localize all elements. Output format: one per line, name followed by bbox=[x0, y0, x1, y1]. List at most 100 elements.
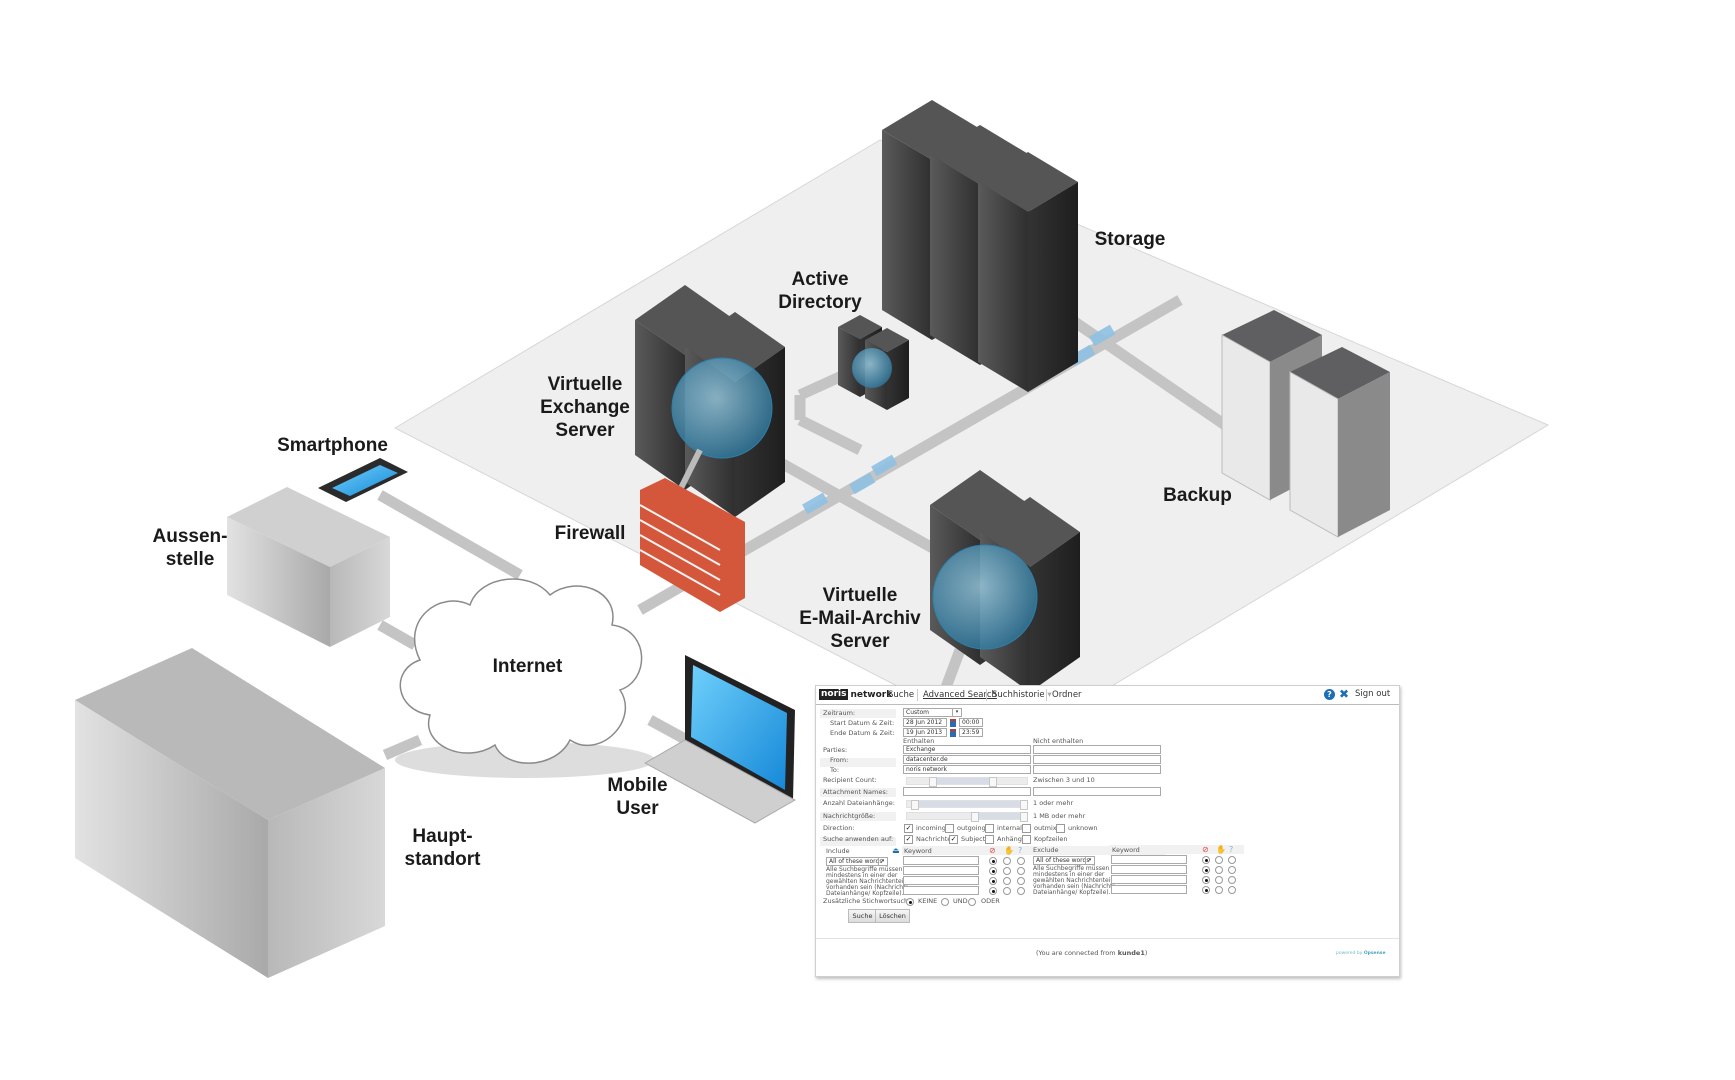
exclude-keyword-input[interactable] bbox=[1111, 875, 1187, 884]
logo-text: network bbox=[850, 689, 893, 700]
slider-handle-min[interactable] bbox=[929, 777, 937, 787]
checkbox-anhaenge[interactable] bbox=[985, 835, 994, 844]
slider-handle-max[interactable] bbox=[1020, 800, 1028, 810]
radio-like[interactable] bbox=[1215, 886, 1223, 894]
internet-cloud-icon bbox=[395, 578, 655, 778]
end-time-input[interactable]: 23:59 bbox=[959, 728, 983, 737]
direction-label: Direction: bbox=[823, 824, 855, 832]
nav-ordner[interactable]: Ordner bbox=[1052, 690, 1082, 700]
radio-exact[interactable] bbox=[989, 887, 997, 895]
nav-suchhistorie[interactable]: Suchhistorie ▾ bbox=[992, 689, 1052, 701]
help-icon[interactable]: ? bbox=[1324, 689, 1335, 700]
radio-sounds[interactable] bbox=[1017, 887, 1025, 895]
attachment-names-exclude-input[interactable] bbox=[1033, 787, 1161, 796]
exclude-keyword-input[interactable] bbox=[1111, 865, 1187, 874]
radio-sounds[interactable] bbox=[1228, 876, 1236, 884]
radio-sounds[interactable] bbox=[1228, 866, 1236, 874]
parties-input[interactable]: Exchange bbox=[903, 745, 1031, 754]
radio-exact[interactable] bbox=[989, 867, 997, 875]
exclude-keyword-input[interactable] bbox=[1111, 885, 1187, 894]
checkbox-outgoing[interactable] bbox=[945, 824, 954, 833]
include-match-select[interactable]: All of these words▾ bbox=[826, 857, 888, 866]
checkbox-kopfzeilen[interactable] bbox=[1022, 835, 1031, 844]
radio-exact[interactable] bbox=[989, 857, 997, 865]
slider-handle-max[interactable] bbox=[989, 777, 997, 787]
clear-button[interactable]: Löschen bbox=[875, 909, 910, 923]
slider-handle-max[interactable] bbox=[1020, 812, 1028, 822]
nav-divider bbox=[986, 689, 987, 701]
include-keyword-input[interactable] bbox=[903, 856, 979, 865]
calendar-icon[interactable] bbox=[950, 719, 956, 727]
attachment-count-slider[interactable] bbox=[906, 800, 1028, 810]
keine-label: KEINE bbox=[918, 897, 938, 905]
radio-like[interactable] bbox=[1003, 857, 1011, 865]
keyword-header-bg bbox=[1109, 845, 1244, 854]
row-bg bbox=[820, 812, 896, 821]
radio-exact[interactable] bbox=[989, 877, 997, 885]
radio-oder[interactable] bbox=[968, 898, 976, 906]
to-input[interactable]: noris network bbox=[903, 765, 1031, 774]
radio-sounds[interactable] bbox=[1228, 856, 1236, 864]
recipient-count-slider[interactable] bbox=[906, 777, 1028, 787]
message-size-slider[interactable] bbox=[906, 812, 1028, 822]
radio-like[interactable] bbox=[1003, 887, 1011, 895]
outmix-label: outmix bbox=[1034, 824, 1057, 832]
parties-exclude-input[interactable] bbox=[1033, 745, 1161, 754]
radio-exact[interactable] bbox=[1202, 856, 1210, 864]
connected-user: kunde1 bbox=[1117, 949, 1145, 957]
exclude-keyword-input[interactable] bbox=[1111, 855, 1187, 864]
checkbox-unknown[interactable] bbox=[1056, 824, 1065, 833]
label-internet: Internet bbox=[492, 656, 563, 677]
search-button[interactable]: Suche bbox=[848, 909, 877, 923]
from-exclude-input[interactable] bbox=[1033, 755, 1161, 764]
checkbox-outmix[interactable] bbox=[1022, 824, 1031, 833]
include-keyword-input[interactable] bbox=[903, 886, 979, 895]
radio-sounds[interactable] bbox=[1017, 867, 1025, 875]
attachment-names-input[interactable] bbox=[903, 787, 1031, 796]
calendar-icon[interactable] bbox=[950, 729, 956, 737]
radio-exact[interactable] bbox=[1202, 866, 1210, 874]
tools-icon[interactable]: ✖ bbox=[1339, 687, 1350, 701]
powered-brand-logo[interactable]: Opsense bbox=[1363, 951, 1386, 956]
backup-servers-icon bbox=[1221, 310, 1390, 538]
label-active-directory: Active Directory bbox=[778, 269, 862, 313]
checkbox-subject[interactable]: ✓ bbox=[949, 835, 958, 844]
app-header: noris network Suche Advanced Search Such… bbox=[816, 686, 1399, 705]
zeitraum-select[interactable]: Custom▾ bbox=[903, 708, 962, 717]
radio-like[interactable] bbox=[1215, 876, 1223, 884]
radio-like[interactable] bbox=[1003, 867, 1011, 875]
checkbox-nachrichten[interactable]: ✓ bbox=[904, 835, 913, 844]
radio-exact[interactable] bbox=[1202, 876, 1210, 884]
include-keyword-input[interactable] bbox=[903, 876, 979, 885]
nav-divider bbox=[917, 689, 918, 701]
radio-sounds[interactable] bbox=[1017, 857, 1025, 865]
collapse-icon[interactable]: ⏏ bbox=[892, 846, 900, 855]
include-hint: Alle Suchbegriffe müssen mindestens in e… bbox=[826, 866, 909, 897]
from-input[interactable]: datacenter.de bbox=[903, 755, 1031, 764]
radio-exact[interactable] bbox=[1202, 886, 1210, 894]
exclude-match-select[interactable]: All of these words▾ bbox=[1033, 856, 1095, 865]
logo-box: noris bbox=[819, 689, 849, 700]
exclude-word-icon: ⊘ bbox=[989, 846, 996, 855]
checkbox-internal[interactable] bbox=[985, 824, 994, 833]
nav-suche[interactable]: Suche bbox=[888, 690, 915, 700]
nav-advanced-search[interactable]: Advanced Search bbox=[923, 690, 997, 700]
include-keyword-input[interactable] bbox=[903, 866, 979, 875]
radio-keine[interactable] bbox=[906, 898, 914, 906]
smartphone-icon bbox=[318, 458, 408, 502]
start-date-input[interactable]: 28 Jun 2012 bbox=[903, 718, 947, 727]
sign-out-link[interactable]: Sign out bbox=[1355, 689, 1391, 699]
start-time-input[interactable]: 00:00 bbox=[959, 718, 983, 727]
radio-like[interactable] bbox=[1215, 866, 1223, 874]
checkbox-incoming[interactable]: ✓ bbox=[904, 824, 913, 833]
radio-like[interactable] bbox=[1215, 856, 1223, 864]
radio-sounds[interactable] bbox=[1017, 877, 1025, 885]
radio-sounds[interactable] bbox=[1228, 886, 1236, 894]
radio-und[interactable] bbox=[941, 898, 949, 906]
slider-handle-min[interactable] bbox=[971, 812, 979, 822]
to-exclude-input[interactable] bbox=[1033, 765, 1161, 774]
end-date-input[interactable]: 19 Jun 2013 bbox=[903, 728, 947, 737]
slider-handle-min[interactable] bbox=[911, 800, 919, 810]
app-footer: (You are connected from kunde1) powered … bbox=[816, 939, 1399, 973]
radio-like[interactable] bbox=[1003, 877, 1011, 885]
